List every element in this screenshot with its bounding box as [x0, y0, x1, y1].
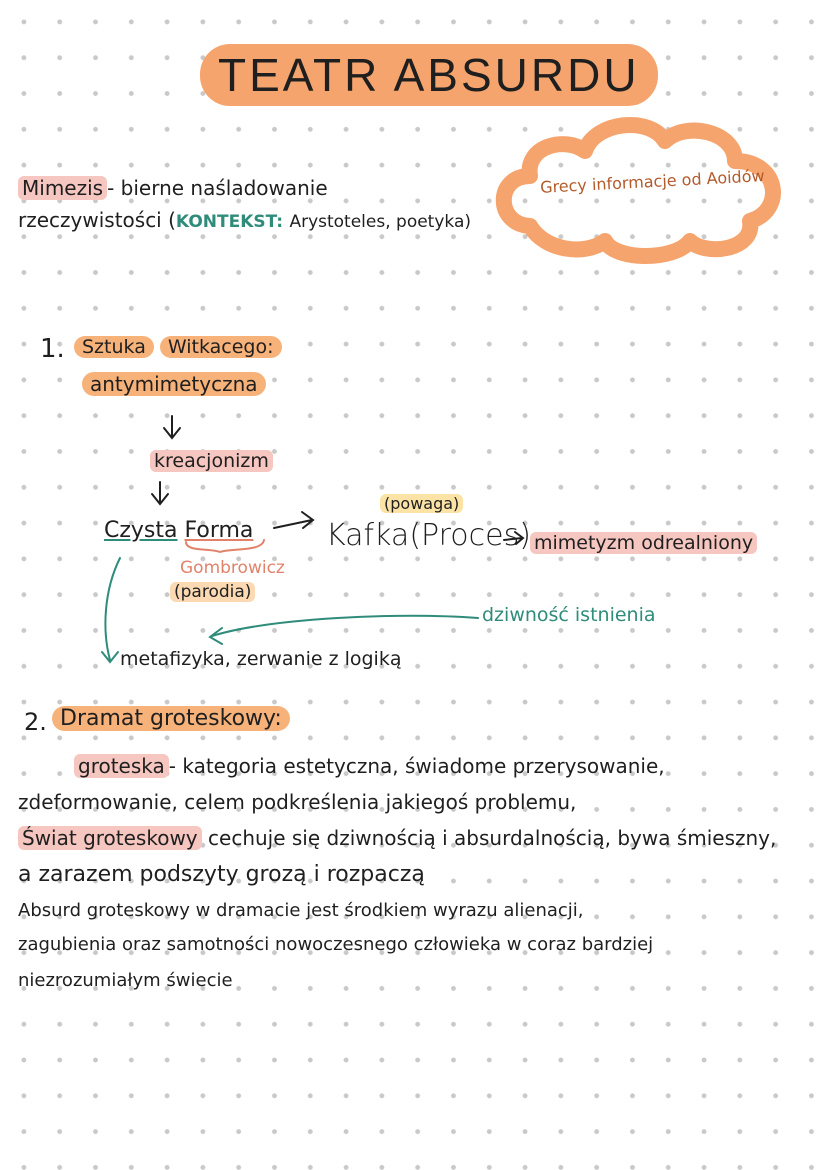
section-2-line-5: Absurd groteskowy w dramacie jest środki… [18, 900, 584, 921]
section-2-line-7: niezrozumiałym świecie [18, 970, 233, 991]
page-title: TEATR ABSURDU [200, 44, 658, 106]
antymimetyczna-label: antymimetyczna [82, 372, 266, 396]
gombrowicz: Gombrowicz [180, 558, 285, 578]
sztuka-word: Sztuka [74, 336, 154, 358]
kafka-word: Kafka [326, 518, 410, 553]
section-1-number: 1. [40, 334, 65, 364]
powaga: (powaga) [380, 494, 464, 513]
kafka-proces: Kafka(Proces) [326, 518, 531, 553]
czysta-word: Czysta [104, 518, 178, 543]
section-2-number: 2. [24, 708, 47, 736]
metafizyka: metafizyka, zerwanie z logiką [120, 648, 402, 670]
mimesis-line-1: Mimezis- bierne naśladowanie [18, 176, 328, 200]
arrow-czysta-metafizyka [101, 557, 121, 664]
arrow-dziwnosc-metafizyka [208, 614, 479, 645]
swiat-groteskowy: Świat groteskowy [18, 826, 202, 850]
section-2-line-2: zdeformowanie, celem podkreślenia jakieg… [18, 790, 577, 814]
dziwnosc-istnienia: dziwność istnienia [482, 604, 656, 626]
section-2-line-4: a zarazem podszyty grozą i rozpaczą [18, 862, 425, 887]
kreacjonizm-label: kreacjonizm [150, 450, 273, 472]
groteska-word: groteska [74, 754, 169, 778]
arrow-down-1 [163, 415, 181, 440]
mimetyzm: mimetyzm odrealniony [530, 532, 758, 554]
mimesis-definition: - bierne naśladowanie [107, 176, 328, 200]
arrow-forma-kafka [273, 511, 315, 529]
mimetyzm-label: mimetyzm odrealniony [530, 532, 758, 554]
section-2-line-3: Świat groteskowy cechuje się dziwnością … [18, 826, 776, 850]
witkacego-word: Witkacego: [159, 336, 282, 358]
antymimetyczna: antymimetyczna [82, 372, 266, 396]
parodia: (parodia) [170, 582, 256, 602]
mimesis-line-2: rzeczywistości (KONTEKST: Arystoteles, p… [18, 208, 471, 232]
proces-word: (Proces) [409, 518, 531, 553]
arrow-down-2 [151, 481, 169, 506]
section-2-heading: Dramat groteskowy: [52, 706, 290, 731]
forma-word: Forma [184, 518, 254, 543]
kontekst-label: KONTEKST: [175, 212, 284, 232]
forma-brace [185, 539, 265, 554]
mimesis-term: Mimezis [18, 176, 108, 200]
czysta-forma: Czysta Forma [104, 518, 253, 543]
kreacjonizm: kreacjonizm [150, 450, 273, 472]
arrow-proces-mimetyzm [503, 531, 525, 545]
groteska-line: groteska- kategoria estetyczna, świadome… [74, 754, 665, 778]
mimesis-line2-start: rzeczywistości ( [18, 208, 176, 232]
swiat-description: cechuje się dziwnością i absurdalnością,… [208, 826, 777, 850]
dramat-groteskowy-label: Dramat groteskowy: [52, 706, 290, 731]
powaga-label: (powaga) [380, 494, 464, 513]
cloud-shape [495, 117, 781, 264]
section-2-line-6: zagubienia oraz samotności nowoczesnego … [18, 934, 654, 955]
section-1-heading: Sztuka Witkacego: [74, 336, 282, 358]
mimesis-line2-end: Arystoteles, poetyka) [289, 212, 471, 232]
groteska-definition: - kategoria estetyczna, świadome przerys… [168, 754, 665, 778]
parodia-label: (parodia) [170, 582, 256, 602]
